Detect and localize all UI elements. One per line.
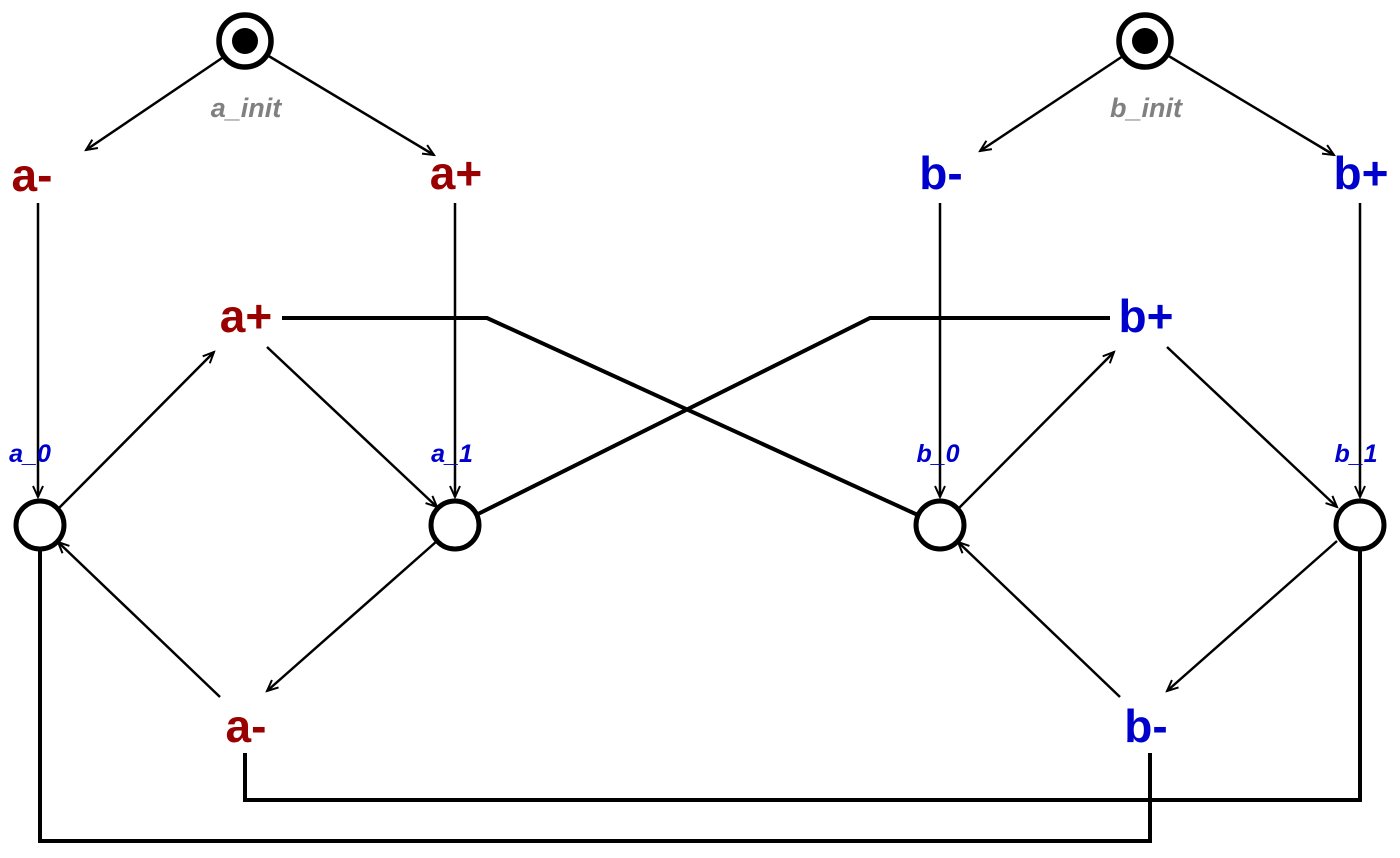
label-b-init: b_init xyxy=(1110,93,1183,123)
arc-binit-to-bminus-top xyxy=(980,54,1124,151)
label-place-b1: b_1 xyxy=(1334,440,1377,468)
token-b-init xyxy=(1132,28,1158,54)
read-arc-bplus-mid-a1 xyxy=(473,316,1110,518)
arc-b0-to-bplus-mid xyxy=(957,352,1114,510)
arc-bplus-mid-to-b1 xyxy=(1166,346,1337,507)
read-arc-b1-aminus-bottom xyxy=(243,547,1362,802)
place-a0[interactable] xyxy=(13,498,67,552)
arc-a0-to-aplus-mid xyxy=(57,352,214,510)
transition-a-minus-bottom[interactable]: a- xyxy=(226,700,267,752)
place-b0[interactable] xyxy=(913,498,967,552)
read-arc-a0-bminus-bottom xyxy=(38,547,1152,843)
transition-a-plus-top[interactable]: a+ xyxy=(430,147,482,199)
transition-a-minus-top[interactable]: a- xyxy=(12,149,53,201)
arc-b1-to-bminus-bottom xyxy=(1167,540,1338,691)
places xyxy=(13,12,1387,552)
transition-b-plus-mid[interactable]: b+ xyxy=(1119,290,1174,342)
transition-b-minus-bottom[interactable]: b- xyxy=(1124,700,1167,752)
arcs xyxy=(38,53,1360,698)
arc-bminus-bottom-to-b0 xyxy=(958,542,1121,698)
label-place-a1: a_1 xyxy=(431,440,473,468)
arc-aplus-mid-to-a1 xyxy=(266,346,437,507)
label-a-init: a_init xyxy=(211,93,283,123)
place-b1[interactable] xyxy=(1333,498,1387,552)
arc-binit-to-bplus-top xyxy=(1166,53,1334,155)
arc-ainit-to-aplus-top xyxy=(266,53,434,155)
token-a-init xyxy=(232,28,258,54)
transition-a-plus-mid[interactable]: a+ xyxy=(220,290,272,342)
arc-a1-to-aminus-bottom xyxy=(267,540,438,691)
transition-b-minus-top[interactable]: b- xyxy=(919,147,962,199)
label-place-b0: b_0 xyxy=(916,440,959,468)
read-arc-aplus-mid-b0 xyxy=(282,316,921,518)
arc-aminus-bottom-to-a0 xyxy=(58,542,221,698)
label-place-a0: a_0 xyxy=(9,440,51,468)
labels: a_init b_init a- a+ b- b+ a+ b+ a- b- a_… xyxy=(9,93,1388,752)
place-a1[interactable] xyxy=(428,498,482,552)
read-arcs xyxy=(38,316,1362,843)
transition-b-plus-top[interactable]: b+ xyxy=(1334,147,1389,199)
arc-ainit-to-aminus-top xyxy=(86,54,226,150)
